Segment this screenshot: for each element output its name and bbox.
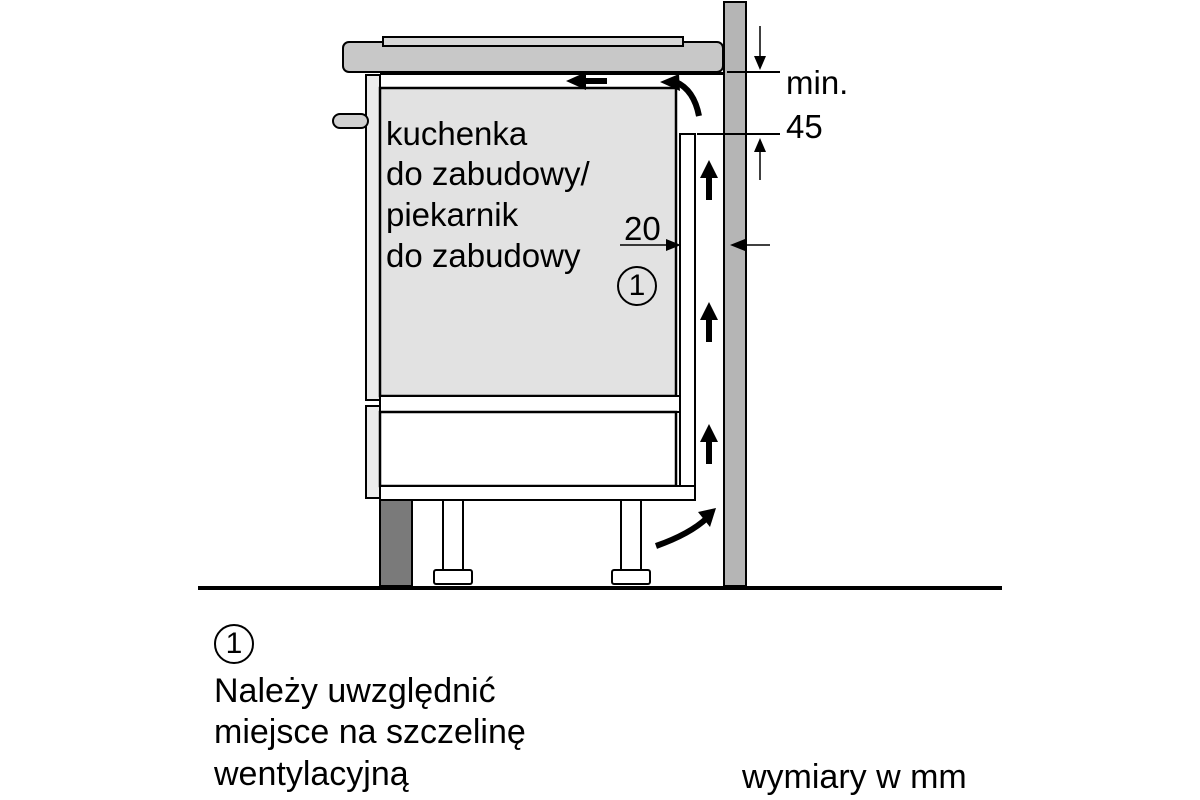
dimension-arrow-icon xyxy=(754,138,766,180)
airflow-curved-arrow-icon xyxy=(655,508,716,549)
wall xyxy=(723,1,747,587)
legend-note-line: miejsce na szczelinę xyxy=(214,713,526,751)
dimension-arrow-icon xyxy=(730,239,770,251)
legend-note-line: Należy uwzględnić xyxy=(214,672,496,710)
cabinet-leg-left xyxy=(433,499,473,585)
cabinet-bottom xyxy=(379,485,696,501)
cabinet-rear-panel xyxy=(679,133,696,487)
legend-marker-badge: 1 xyxy=(214,624,254,664)
oven-handle xyxy=(332,113,369,129)
marker-1-number: 1 xyxy=(628,269,646,302)
legend-marker-number: 1 xyxy=(225,627,243,660)
marker-1-badge: 1 xyxy=(617,266,657,306)
appliance-label-line: do zabudowy xyxy=(386,237,581,274)
airflow-arrow-up-icon xyxy=(700,160,718,200)
airflow-curved-arrow-icon xyxy=(660,74,702,117)
airflow-arrow-left-icon xyxy=(566,72,607,90)
legend-note-line: wentylacyjną xyxy=(214,755,409,793)
airflow-arrow-up-icon xyxy=(700,424,718,464)
hob-glass xyxy=(382,36,684,47)
drawer xyxy=(378,410,678,488)
appliance-label-line: kuchenka xyxy=(386,115,528,152)
gap-min-value: 45 xyxy=(786,108,823,145)
drawer-front-panel xyxy=(365,405,381,499)
units-note: wymiary w mm xyxy=(742,758,967,796)
side-gap-value: 20 xyxy=(624,210,661,247)
plinth xyxy=(379,499,413,587)
cabinet-leg-right xyxy=(611,499,651,585)
dimension-arrow-icon xyxy=(620,239,681,251)
airflow-arrow-up-icon xyxy=(700,302,718,342)
appliance-label-line: do zabudowy/ xyxy=(386,155,590,192)
dimension-arrow-icon xyxy=(754,26,766,70)
gap-min-label: min. xyxy=(786,64,849,101)
cabinet-shelf xyxy=(379,395,681,413)
appliance-label-line: piekarnik xyxy=(386,196,519,233)
counter-underside xyxy=(380,72,723,75)
